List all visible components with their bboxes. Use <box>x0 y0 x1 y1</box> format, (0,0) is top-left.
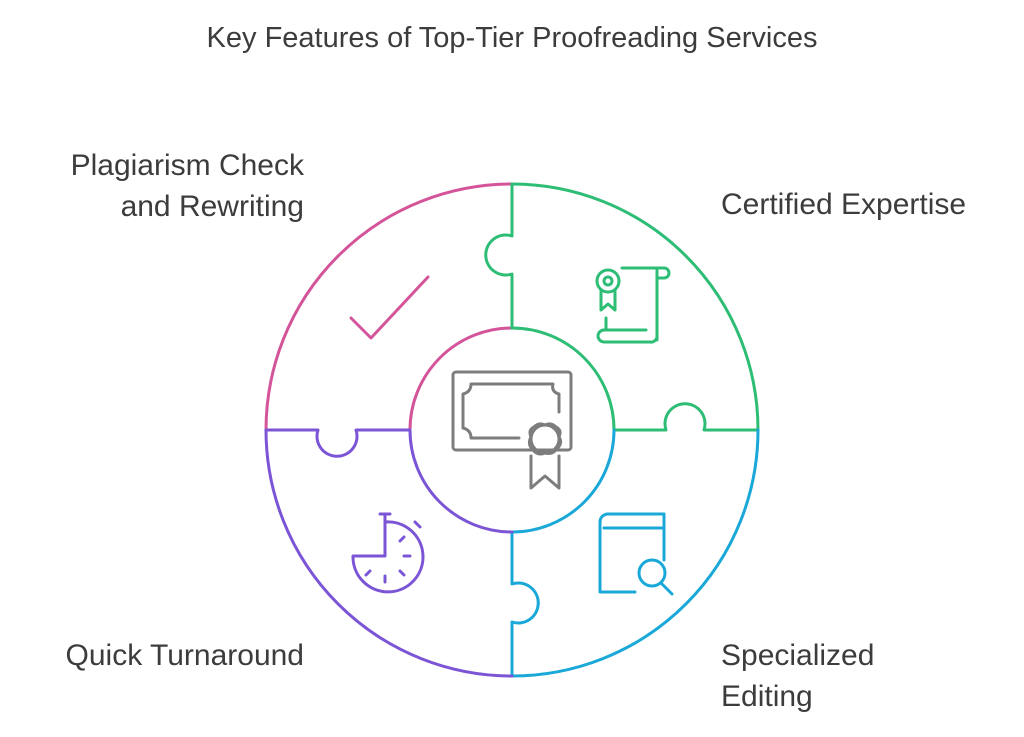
label-certified-expertise: Certified Expertise <box>721 188 967 221</box>
quadrant-quick-turnaround <box>264 428 514 678</box>
diagram-title: Key Features of Top-Tier Proofreading Se… <box>206 22 818 54</box>
stopwatch-icon <box>351 512 425 594</box>
book-search-icon <box>598 512 674 596</box>
certificate-scroll-icon <box>595 266 671 344</box>
label-quick-turnaround: Quick Turnaround <box>65 639 304 672</box>
certificate-badge-icon <box>451 370 573 490</box>
quadrant-specialized-editing <box>510 428 760 678</box>
label-specialized-editing: Specialized Editing <box>721 639 875 713</box>
checkmark-icon <box>349 275 430 340</box>
label-plagiarism-check: Plagiarism Check and Rewriting <box>70 149 304 223</box>
quadrant-certified-expertise <box>510 182 760 432</box>
quadrant-plagiarism-check <box>264 182 514 458</box>
